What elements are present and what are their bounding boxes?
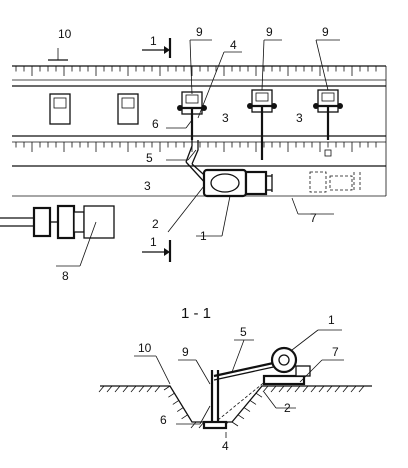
hatch-stroke	[310, 385, 317, 393]
section-pump	[262, 346, 311, 386]
sec-leader-1-drop	[291, 329, 319, 351]
section-discharge-pipe-2	[213, 365, 279, 381]
section-title: 1 - 1	[181, 305, 211, 322]
hatch-stroke	[190, 421, 197, 429]
hatch-stroke	[146, 385, 153, 393]
sec-leader-10-drop	[155, 355, 171, 385]
hatch-stroke	[270, 385, 277, 393]
hatch-stroke	[243, 407, 251, 412]
label-3c: 3	[144, 179, 151, 193]
leader-9c-drop	[315, 39, 329, 91]
hatch-stroke	[255, 392, 263, 398]
hatch-stroke	[302, 385, 309, 393]
sec-leader-7-drop	[299, 359, 323, 383]
suction-pipe-dashed	[217, 375, 273, 421]
leader-6-up	[185, 119, 193, 129]
section-mark-bottom: 1	[150, 235, 157, 249]
leader-7-up	[291, 197, 299, 215]
hatch-stroke	[294, 385, 301, 393]
hatch-stroke	[350, 385, 357, 393]
label-6: 6	[152, 117, 159, 131]
sec-label-2: 2	[284, 401, 291, 415]
trench-profile	[100, 385, 372, 423]
leader-5-up	[187, 149, 197, 161]
generator-set	[0, 204, 115, 240]
hatch-stroke	[114, 385, 121, 393]
hatch-stroke	[138, 385, 145, 393]
section-discharge-pipe	[213, 360, 279, 378]
sec-leader-2-up	[263, 391, 277, 409]
hatch-stroke	[342, 385, 349, 393]
sec-label-6: 6	[160, 413, 167, 427]
section-mark-top: 1	[150, 34, 157, 48]
hatch-stroke	[98, 385, 105, 393]
leader-8-up	[79, 221, 97, 267]
leader-4-drop	[197, 51, 225, 119]
well-box-1	[49, 93, 71, 125]
section-cut-bottom	[142, 240, 172, 262]
sec-leader-5-drop	[231, 339, 245, 373]
leader-1-up	[221, 195, 231, 237]
hatch-stroke	[163, 385, 171, 391]
well-cap-5	[324, 149, 332, 157]
label-3a: 3	[222, 111, 229, 125]
dashed-pump-unit	[309, 171, 361, 193]
hatch-stroke	[262, 385, 269, 393]
label-9c: 9	[322, 25, 329, 39]
label-9b: 9	[266, 25, 273, 39]
discharge-line-b	[191, 140, 199, 165]
hatch-stroke	[231, 421, 239, 427]
sec-label-1: 1	[328, 313, 335, 327]
sec-leader-9-drop	[195, 359, 211, 385]
label-5: 5	[146, 151, 153, 165]
section-view: 1 5 7 10 9 2 6 4	[98, 313, 372, 453]
hatch-stroke	[130, 385, 137, 393]
hatch-stroke	[172, 400, 180, 405]
well-pipe-base	[202, 420, 228, 430]
sec-label-4: 4	[222, 439, 229, 453]
well-box-2	[117, 93, 139, 125]
leader-9a-drop	[189, 39, 193, 95]
label-8: 8	[62, 269, 69, 283]
section-cut-top	[142, 38, 172, 58]
sec-leader-6-up	[199, 405, 211, 425]
hatch-stroke	[154, 385, 161, 393]
label-7: 7	[310, 211, 317, 225]
ground-hatching	[98, 385, 365, 429]
label-10: 10	[58, 27, 72, 41]
hatch-stroke	[318, 385, 325, 393]
discharge-line-a	[185, 136, 193, 163]
sec-label-7: 7	[332, 345, 339, 359]
hatch-stroke	[106, 385, 113, 393]
hatch-stroke	[286, 385, 293, 393]
label-3b: 3	[296, 111, 303, 125]
label-2: 2	[152, 217, 159, 231]
hatch-stroke	[168, 392, 175, 398]
label-1: 1	[200, 229, 207, 243]
pump-unit	[202, 168, 273, 198]
hatch-stroke	[181, 414, 188, 420]
sec-label-9: 9	[182, 345, 189, 359]
hatch-stroke	[249, 400, 257, 405]
bottom-scale-ticks	[15, 142, 377, 152]
sec-label-5: 5	[240, 325, 247, 339]
hatch-stroke	[176, 407, 184, 412]
leader-2	[167, 185, 205, 233]
hatch-stroke	[278, 385, 285, 393]
sec-label-10: 10	[138, 341, 152, 355]
leader-9b-drop	[261, 39, 265, 91]
hatch-stroke	[122, 385, 129, 393]
rail-marker	[48, 48, 68, 61]
hatch-stroke	[326, 385, 333, 393]
hatch-stroke	[358, 385, 365, 393]
hatch-stroke	[334, 385, 341, 393]
top-scale-ticks	[15, 66, 377, 76]
plan-view: 10 1 9 9 9 4 6 3 3 5 3 2 1 1 7 8	[0, 25, 387, 283]
label-4: 4	[230, 38, 237, 52]
hatch-stroke	[237, 414, 245, 420]
label-9a: 9	[196, 25, 203, 39]
